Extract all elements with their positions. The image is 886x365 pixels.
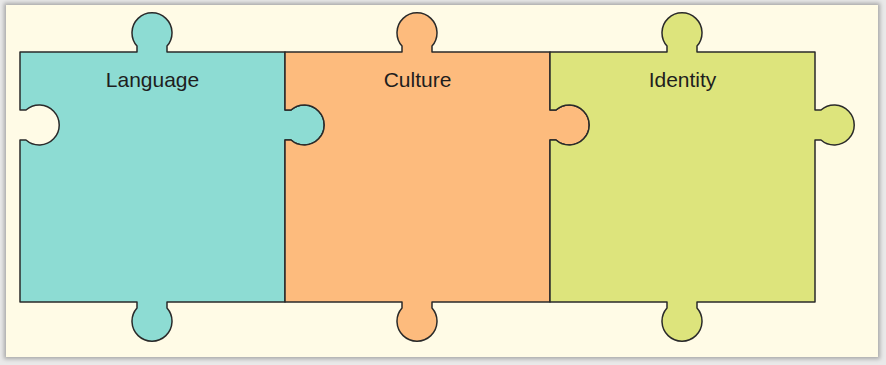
puzzle-shape	[20, 13, 324, 341]
piece-label: Language	[65, 68, 240, 92]
puzzle-piece: Language	[20, 10, 330, 350]
puzzle-outline	[20, 10, 330, 350]
piece-label: Identity	[595, 68, 770, 92]
puzzle-piece: Identity	[550, 10, 860, 350]
puzzle-piece: Culture	[285, 10, 595, 350]
puzzle-outline	[285, 10, 595, 350]
puzzle-shape	[550, 13, 854, 341]
piece-label: Culture	[330, 68, 505, 92]
puzzle-outline	[550, 10, 860, 350]
puzzle-shape	[285, 13, 589, 341]
